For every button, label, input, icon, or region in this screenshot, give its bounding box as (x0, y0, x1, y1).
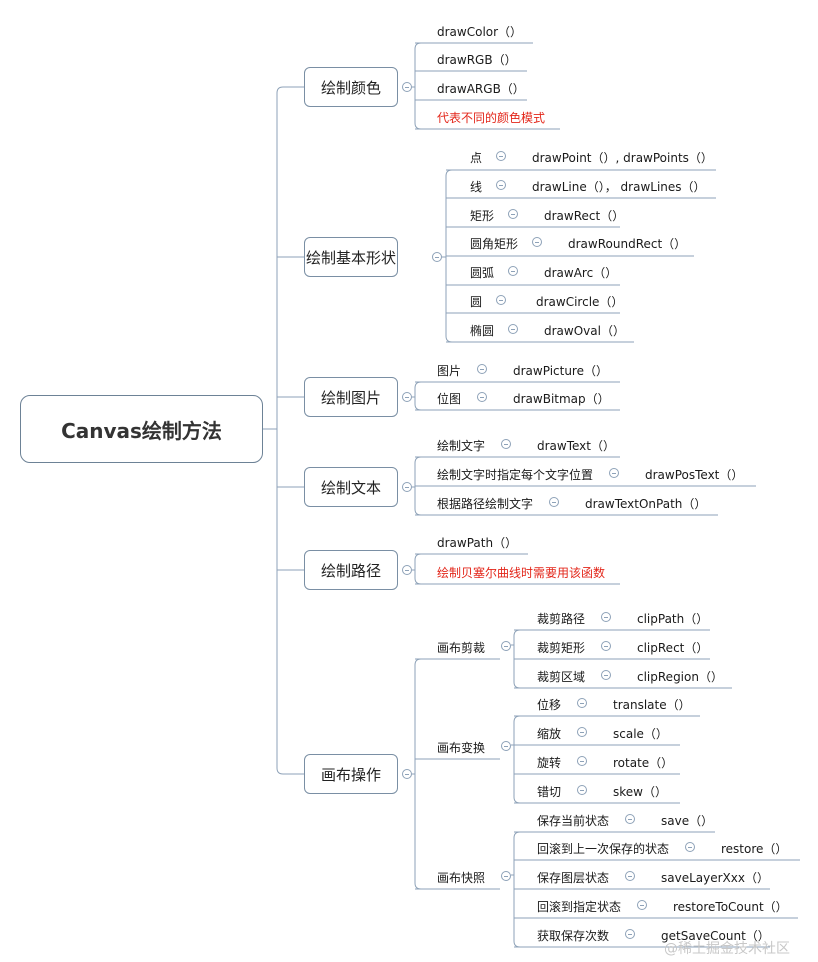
snapshot-label[interactable]: 回滚到上一次保存的状态 (537, 842, 670, 856)
shape-method[interactable]: drawOval（） (544, 324, 625, 338)
watermark: @稀土掘金技术社区 (664, 941, 790, 957)
collapse-icon[interactable] (637, 900, 647, 910)
shape-method[interactable]: drawPoint（）, drawPoints（） (532, 151, 713, 165)
clip-label[interactable]: 裁剪矩形 (537, 641, 586, 655)
shape-method[interactable]: drawArc（） (544, 266, 618, 280)
root-node[interactable]: Canvas绘制方法 (20, 395, 263, 463)
snapshot-label[interactable]: 回滚到指定状态 (537, 900, 622, 914)
collapse-icon[interactable] (549, 497, 559, 507)
collapse-icon[interactable] (501, 871, 511, 881)
collapse-icon[interactable] (508, 324, 518, 334)
shape-label[interactable]: 椭圆 (470, 324, 495, 338)
leaf-draw-argb[interactable]: drawARGB（） (437, 82, 525, 96)
shape-label[interactable]: 圆 (470, 295, 483, 309)
collapse-icon[interactable] (402, 392, 412, 402)
transform-label[interactable]: 位移 (537, 698, 562, 712)
collapse-icon[interactable] (609, 468, 619, 478)
collapse-icon[interactable] (402, 565, 412, 575)
snapshot-method[interactable]: saveLayerXxx（） (661, 871, 769, 885)
text-label[interactable]: 绘制文字 (437, 439, 486, 453)
collapse-icon[interactable] (625, 814, 635, 824)
collapse-icon[interactable] (577, 756, 587, 766)
collapse-icon[interactable] (402, 82, 412, 92)
transform-method[interactable]: skew（） (613, 785, 667, 799)
transform-label[interactable]: 旋转 (537, 756, 562, 770)
collapse-icon[interactable] (508, 266, 518, 276)
shape-label[interactable]: 线 (470, 180, 483, 194)
node-draw-color[interactable]: 绘制颜色 (304, 67, 398, 107)
collapse-icon[interactable] (501, 439, 511, 449)
text-method[interactable]: drawPosText（） (645, 468, 744, 482)
text-method[interactable]: drawTextOnPath（） (585, 497, 707, 511)
transform-method[interactable]: rotate（） (613, 756, 674, 770)
text-method[interactable]: drawText（） (537, 439, 615, 453)
text-label[interactable]: 绘制文字时指定每个文字位置 (437, 468, 594, 482)
clip-label[interactable]: 裁剪路径 (537, 612, 586, 626)
leaf-draw-rgb[interactable]: drawRGB（） (437, 53, 517, 67)
collapse-icon[interactable] (532, 237, 542, 247)
shape-method[interactable]: drawLine（）， drawLines（） (532, 180, 706, 194)
note-bezier: 绘制贝塞尔曲线时需要用该函数 (437, 566, 606, 580)
leaf-draw-path[interactable]: drawPath（） (437, 536, 518, 550)
shape-label[interactable]: 矩形 (470, 209, 495, 223)
text-label[interactable]: 根据路径绘制文字 (437, 497, 534, 511)
transform-method[interactable]: translate（） (613, 698, 691, 712)
collapse-icon[interactable] (577, 727, 587, 737)
transform-label[interactable]: 缩放 (537, 727, 562, 741)
collapse-icon[interactable] (601, 670, 611, 680)
group-transform[interactable]: 画布变换 (437, 741, 486, 755)
shape-method[interactable]: drawRoundRect（） (568, 237, 687, 251)
node-draw-picture[interactable]: 绘制图片 (304, 377, 398, 417)
collapse-icon[interactable] (577, 785, 587, 795)
snapshot-method[interactable]: restoreToCount（） (673, 900, 788, 914)
collapse-icon[interactable] (402, 769, 412, 779)
picture-method[interactable]: drawBitmap（） (513, 392, 610, 406)
collapse-icon[interactable] (501, 641, 511, 651)
snapshot-method[interactable]: save（） (661, 814, 714, 828)
collapse-icon[interactable] (601, 612, 611, 622)
leaf-draw-color[interactable]: drawColor（） (437, 25, 523, 39)
clip-method[interactable]: clipPath（） (637, 612, 709, 626)
node-draw-path[interactable]: 绘制路径 (304, 550, 398, 590)
collapse-icon[interactable] (625, 929, 635, 939)
picture-method[interactable]: drawPicture（） (513, 364, 608, 378)
node-canvas-ops[interactable]: 画布操作 (304, 754, 398, 794)
collapse-icon[interactable] (577, 698, 587, 708)
snapshot-label[interactable]: 保存当前状态 (537, 814, 610, 828)
collapse-icon[interactable] (477, 392, 487, 402)
note-color-modes: 代表不同的颜色模式 (437, 111, 546, 125)
collapse-icon[interactable] (501, 741, 511, 751)
shape-label[interactable]: 圆角矩形 (470, 237, 519, 251)
collapse-icon[interactable] (496, 151, 506, 161)
node-draw-text[interactable]: 绘制文本 (304, 467, 398, 507)
collapse-icon[interactable] (685, 842, 695, 852)
group-clip[interactable]: 画布剪裁 (437, 641, 486, 655)
snapshot-method[interactable]: restore（） (721, 842, 788, 856)
collapse-icon[interactable] (402, 482, 412, 492)
clip-method[interactable]: clipRect（） (637, 641, 709, 655)
collapse-icon[interactable] (477, 364, 487, 374)
transform-method[interactable]: scale（） (613, 727, 668, 741)
shape-method[interactable]: drawCircle（） (536, 295, 624, 309)
picture-label[interactable]: 图片 (437, 364, 462, 378)
collapse-icon[interactable] (508, 209, 518, 219)
picture-label[interactable]: 位图 (437, 392, 462, 406)
clip-method[interactable]: clipRegion（） (637, 670, 723, 684)
collapse-icon[interactable] (496, 295, 506, 305)
transform-label[interactable]: 错切 (537, 785, 562, 799)
snapshot-label[interactable]: 保存图层状态 (537, 871, 610, 885)
group-snapshot[interactable]: 画布快照 (437, 871, 486, 885)
node-draw-shape[interactable]: 绘制基本形状 (304, 237, 398, 277)
shape-label[interactable]: 圆弧 (470, 266, 495, 280)
collapse-icon[interactable] (432, 252, 442, 262)
snapshot-label[interactable]: 获取保存次数 (537, 929, 610, 943)
collapse-icon[interactable] (496, 180, 506, 190)
collapse-icon[interactable] (625, 871, 635, 881)
shape-method[interactable]: drawRect（） (544, 209, 625, 223)
clip-label[interactable]: 裁剪区域 (537, 670, 586, 684)
collapse-icon[interactable] (601, 641, 611, 651)
snapshot-method[interactable]: getSaveCount（） (661, 929, 770, 943)
shape-label[interactable]: 点 (470, 151, 483, 165)
